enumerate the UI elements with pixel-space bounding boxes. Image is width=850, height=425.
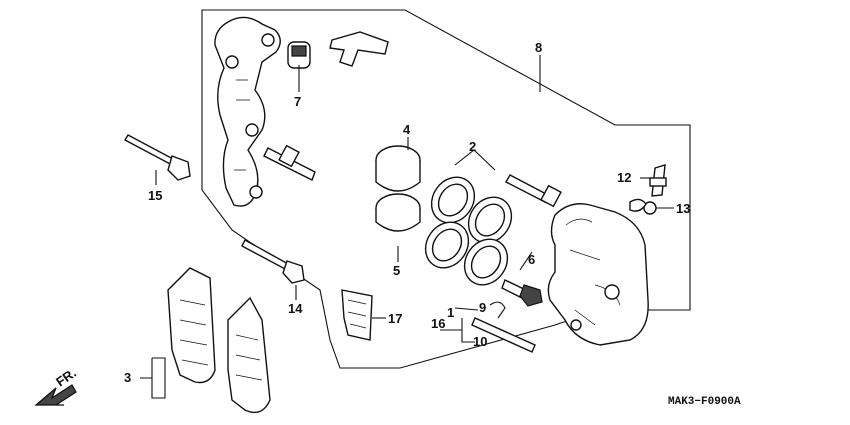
pad-retainer-clip	[329, 31, 389, 67]
part-label-9: 9	[479, 300, 486, 315]
part-label-3: 3	[124, 370, 131, 385]
pin-bolt-upper	[263, 144, 316, 181]
pin-bolt-right	[505, 174, 562, 208]
drawing-code: MAK3−F0900A	[668, 396, 741, 408]
piston-seals	[424, 176, 513, 286]
brake-pads	[167, 267, 271, 414]
pad-spring	[341, 289, 373, 341]
bleeder-valve	[649, 164, 667, 197]
leader-lines	[140, 55, 674, 399]
front-direction-arrow	[34, 384, 77, 406]
caliper-bracket	[214, 16, 281, 207]
part-label-4: 4	[403, 122, 411, 137]
part-labels: 1 2 3 4 5 6 7 8 9 10 12 13 14 15 16 17	[124, 40, 690, 385]
part-label-12: 12	[617, 170, 631, 185]
part-label-17: 17	[388, 311, 402, 326]
part-label-5: 5	[393, 263, 400, 278]
part-label-2: 2	[469, 139, 476, 154]
part-label-1: 1	[447, 305, 454, 320]
bracket-bushing	[287, 41, 311, 69]
bolt-14	[241, 239, 305, 284]
bleeder-cap	[629, 198, 657, 215]
caliper-body	[547, 203, 649, 346]
bleed-screw	[501, 279, 543, 307]
bolt-15	[124, 134, 191, 181]
part-label-10: 10	[473, 334, 487, 349]
part-label-6: 6	[528, 252, 535, 267]
part-label-13: 13	[676, 201, 690, 216]
pin-clip	[489, 301, 506, 319]
part-label-15: 15	[148, 188, 162, 203]
front-direction-label: FR.	[53, 365, 79, 389]
piston-lower	[375, 193, 421, 232]
part-label-8: 8	[535, 40, 542, 55]
part-label-14: 14	[288, 301, 303, 316]
part-label-7: 7	[294, 94, 301, 109]
piston-upper	[375, 145, 421, 192]
pad-pin	[471, 317, 536, 353]
part-label-16: 16	[431, 316, 445, 331]
